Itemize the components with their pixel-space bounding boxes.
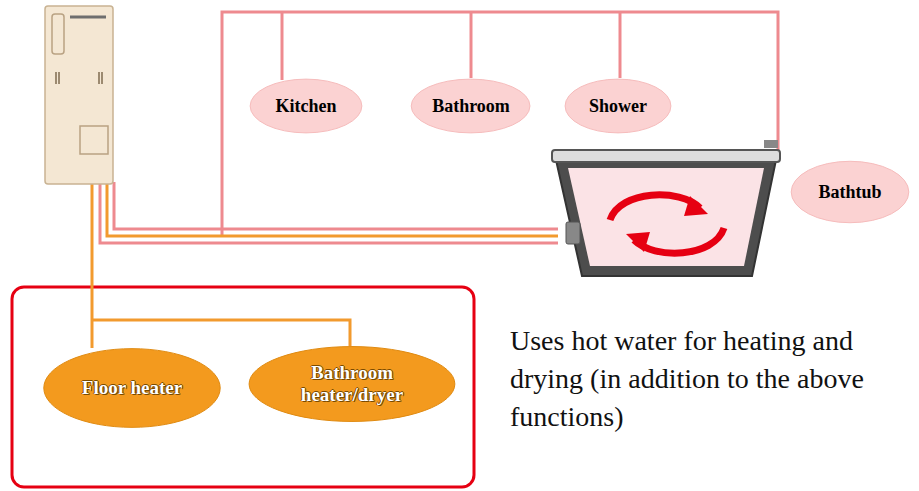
water-heater xyxy=(45,6,113,184)
node-label: Kitchen xyxy=(276,96,337,117)
node-label: Bathtub xyxy=(818,182,881,203)
outlet-ellipse: Bathtub xyxy=(790,160,910,224)
group-frame xyxy=(12,287,474,487)
node-label: Bathroom xyxy=(432,96,510,117)
note-text: Uses hot water for heating and drying (i… xyxy=(510,322,910,435)
bathtub-illustration xyxy=(552,140,780,276)
node-label: Floor heater xyxy=(82,377,182,399)
node-label: Shower xyxy=(589,96,647,117)
outlet-ellipse: Bathroom xyxy=(410,78,531,134)
outlet-ellipse: Kitchen xyxy=(249,78,363,134)
outlet-ellipse: Shower xyxy=(564,78,672,134)
bath-pipe xyxy=(100,182,558,243)
heating-ellipse: Floor heater xyxy=(42,347,222,429)
node-label: Bathroom heater/dryer xyxy=(281,362,423,406)
heating-ellipse: Bathroom heater/dryer xyxy=(247,345,457,423)
hot-water-pipe xyxy=(222,12,778,236)
heating-pipe xyxy=(92,182,350,348)
